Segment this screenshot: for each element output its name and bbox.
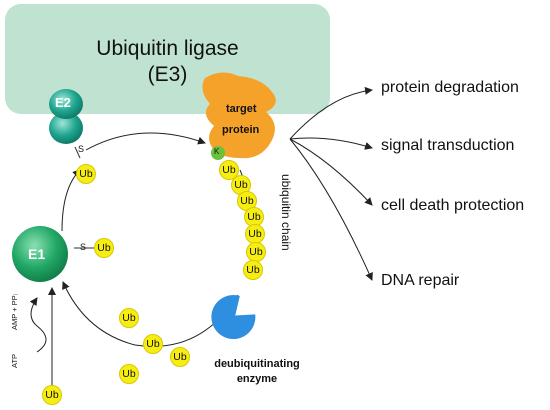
ligase-title-line1: Ubiquitin ligase: [96, 37, 239, 60]
ubiquitin-chain-label: ubiquitin chain: [279, 174, 293, 251]
free-ubiquitin: Ub: [119, 364, 139, 384]
ubiquitin-chain-unit: Ub: [243, 260, 263, 280]
atp-label: ATP: [10, 353, 19, 368]
e2-label: E2: [55, 95, 71, 110]
atp-arrow: [29, 297, 47, 353]
ubiquitin-chain-unit: Ub: [244, 207, 264, 227]
deub-label-line2: enzyme: [236, 373, 278, 385]
e2-enzyme-upper: [49, 89, 83, 119]
arrow-to-dna-repair: [289, 138, 373, 281]
free-ubiquitin: Ub: [170, 347, 190, 367]
ubiquitin-on-e1: Ub: [94, 238, 114, 258]
lysine-residue: [211, 146, 225, 160]
outcome-protein-degradation: protein degradation: [381, 79, 519, 96]
arrow-to-degradation: [289, 86, 373, 140]
deub-label-line1: deubiquitinating: [214, 358, 300, 370]
ubiquitin-chain-unit: Ub: [246, 242, 266, 262]
outcome-signal-transduction: signal transduction: [381, 137, 515, 154]
ubiquitin-chain-unit: Ub: [245, 224, 265, 244]
lysine-label: K: [214, 147, 220, 156]
deubiquitinating-enzyme-shape: [211, 295, 256, 339]
e2-sulfur-label: S: [78, 144, 85, 154]
target-label-line1: target: [226, 103, 257, 115]
target-label-line2: protein: [222, 124, 260, 136]
free-ubiquitin: Ub: [119, 308, 139, 328]
outcome-dna-repair: DNA repair: [381, 272, 460, 289]
e1-enzyme: [12, 226, 68, 282]
ubiquitin-chain-unit: Ub: [219, 160, 239, 180]
ubiquitin-chain-unit: Ub: [237, 191, 257, 211]
outcome-cell-death-protection: cell death protection: [381, 197, 525, 214]
arrow-to-signal: [289, 137, 373, 150]
ligase-title-line2: (E3): [147, 63, 188, 86]
e2-enzyme-lower: [49, 112, 83, 144]
ubiquitin-input: Ub: [42, 385, 62, 405]
target-protein-shape: [202, 72, 276, 159]
arrow-e2-to-target: [85, 132, 206, 151]
e2-thioester-line: [74, 146, 81, 159]
free-ubiquitin: Ub: [143, 334, 163, 354]
e1-label: E1: [28, 246, 46, 262]
arrow-to-cell-death: [289, 138, 373, 206]
ubiquitin-on-e2: Ub: [76, 164, 96, 184]
e1-sulfur-label: S: [80, 242, 87, 252]
amp-ppi-label: AMP + PPᵢ: [10, 294, 19, 330]
